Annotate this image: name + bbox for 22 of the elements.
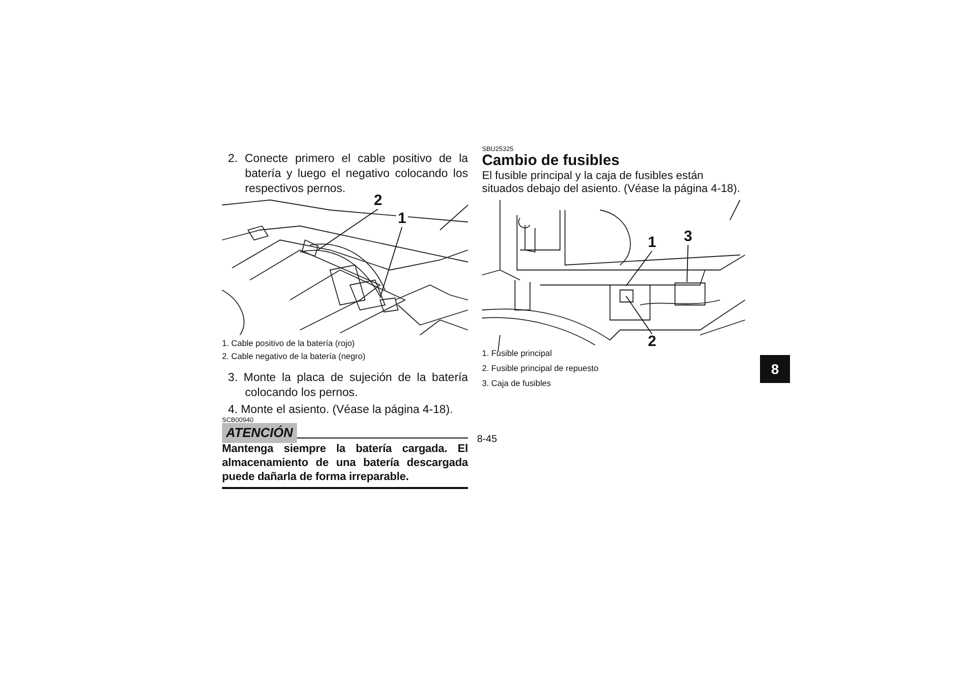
instruction-step: 2. Conecte primero el cable positivo de la batería y luego el negativo colocando los respectivos pernos. bbox=[228, 151, 468, 196]
section-heading: Cambio de fusibles bbox=[482, 152, 621, 170]
figure-caption: 1. Cable positivo de la batería (rojo) bbox=[222, 338, 356, 348]
instruction-step: 3. Monte la placa de sujeción de la batería colocando los pernos. bbox=[228, 370, 468, 400]
figure-caption: 2. Cable negativo de la batería (negro) bbox=[222, 351, 366, 362]
callout-number: 1 bbox=[396, 211, 408, 227]
figure-caption: 2. Fusible principal de repuesto bbox=[482, 363, 600, 374]
callout-number: 2 bbox=[372, 193, 384, 209]
leader-line bbox=[318, 208, 378, 250]
warning-heading: ATENCIÓN bbox=[222, 423, 297, 443]
figure-caption: 3. Caja de fusibles bbox=[482, 378, 552, 388]
warning-text: Mantenga siempre la batería cargada. El almacenamiento de una batería descargada puede dañarla de forma irreparable. bbox=[222, 442, 468, 484]
chapter-tab: 8 bbox=[760, 355, 790, 383]
leader-line bbox=[626, 296, 652, 334]
figure-caption: 1. Fusible principal bbox=[482, 348, 553, 358]
body-text: El fusible principal y la caja de fusibles están situados debajo del asiento. (Véase la página 4-18). bbox=[482, 170, 742, 196]
leader-line bbox=[380, 226, 402, 298]
leader-line bbox=[626, 250, 652, 286]
page-number: 8-45 bbox=[476, 434, 498, 446]
leader-line bbox=[686, 244, 688, 282]
callout-number: 1 bbox=[646, 235, 658, 251]
instruction-step: 4. Monte el asiento. (Véase la página 4-18). bbox=[228, 402, 468, 417]
